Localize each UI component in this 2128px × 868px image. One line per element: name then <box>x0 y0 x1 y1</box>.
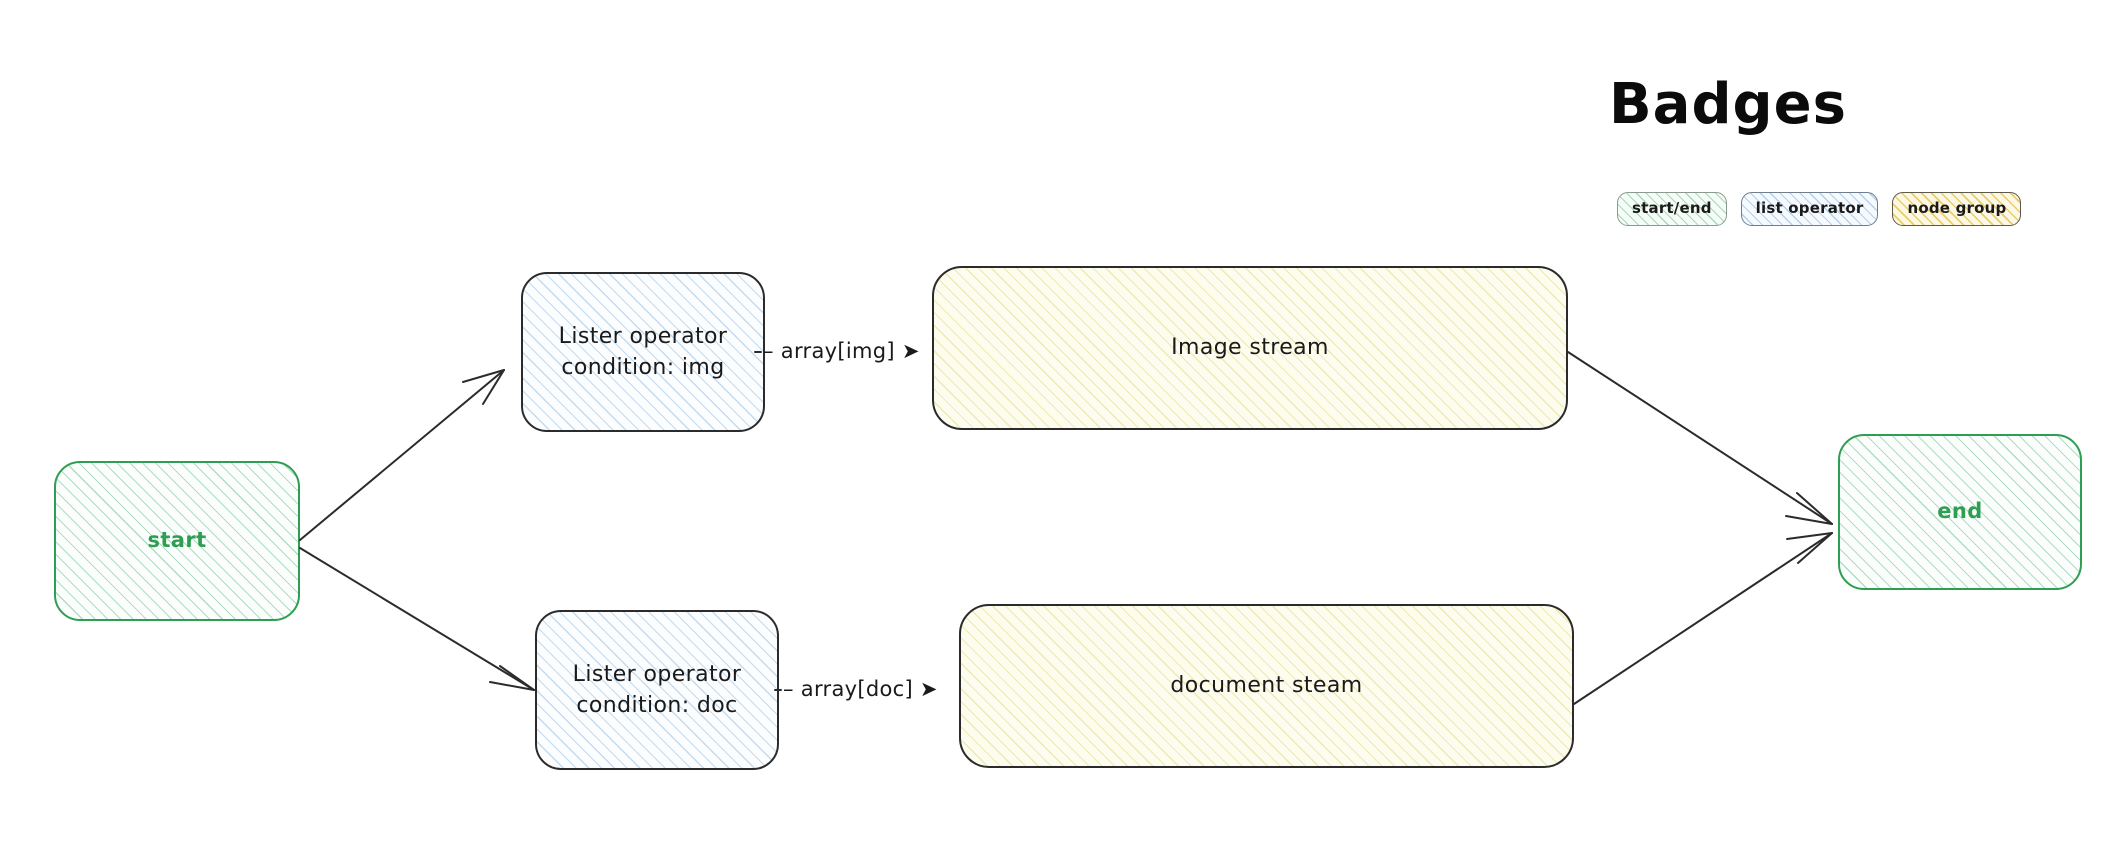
node-group-image-stream[interactable]: Image stream <box>932 266 1568 430</box>
edge-start-to-lister-doc <box>299 547 535 691</box>
legend-badge-node-group[interactable]: node group <box>1892 192 2022 226</box>
edge-start-to-lister-img <box>299 369 505 541</box>
edge-label-array-img: – array[img] ➤ <box>763 339 920 363</box>
node-start[interactable]: start <box>54 461 300 621</box>
legend-badge-row: start/end list operator node group <box>1617 192 2022 226</box>
edge-label-array-doc: – array[doc] ➤ <box>783 677 938 701</box>
node-group-image-stream-label: Image stream <box>1171 335 1329 361</box>
edge-doc-stream-to-end <box>1573 532 1833 705</box>
edge-img-stream-to-end <box>1567 351 1833 525</box>
legend-title: Badges <box>1609 72 1847 137</box>
node-group-document-steam[interactable]: document steam <box>959 604 1574 768</box>
legend-badge-start-end[interactable]: start/end <box>1617 192 1727 226</box>
node-lister-operator-doc[interactable]: Lister operator condition: doc <box>535 610 779 770</box>
node-lister-operator-img[interactable]: Lister operator condition: img <box>521 272 765 432</box>
node-start-label: start <box>147 528 207 553</box>
node-lister-operator-doc-label: Lister operator condition: doc <box>572 661 742 718</box>
legend-badge-list-operator[interactable]: list operator <box>1740 192 1879 226</box>
node-lister-operator-img-label: Lister operator condition: img <box>558 323 728 380</box>
node-end-label: end <box>1937 499 1983 524</box>
node-end[interactable]: end <box>1838 434 2082 590</box>
node-group-document-steam-label: document steam <box>1170 673 1363 699</box>
